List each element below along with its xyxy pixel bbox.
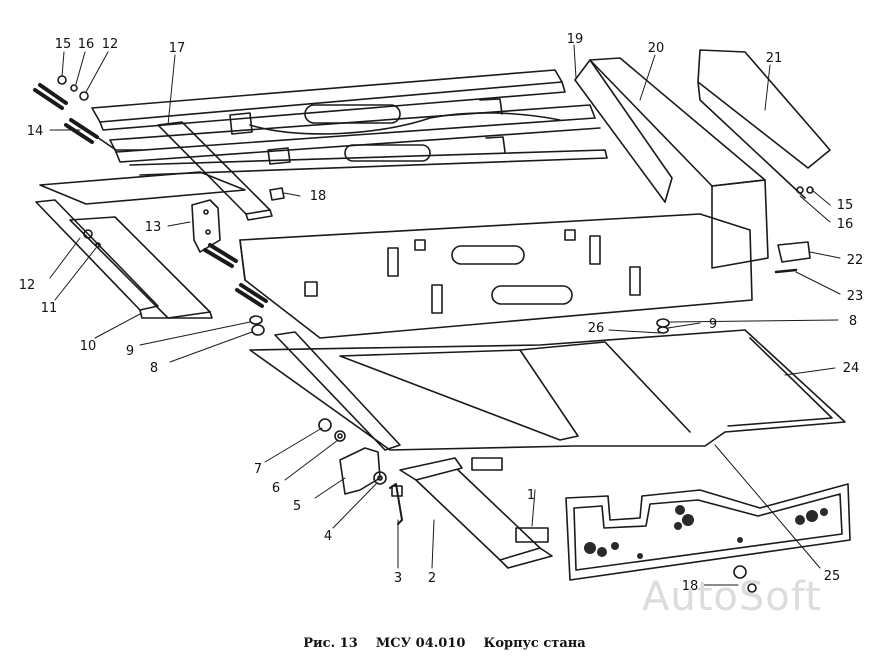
leader-lines [49, 44, 841, 586]
callout-14: 14 [27, 124, 44, 139]
callout-16-right: 16 [837, 217, 854, 232]
callout-26: 26 [588, 321, 605, 336]
callout-8: 8 [150, 361, 158, 376]
callout-4: 4 [324, 529, 332, 544]
callout-12: 12 [19, 278, 36, 293]
callout-22: 22 [847, 253, 864, 268]
callout-9-right: 9 [709, 317, 717, 332]
callout-10: 10 [80, 339, 97, 354]
main-panel [239, 213, 753, 339]
callout-24: 24 [843, 361, 860, 376]
box-20 [574, 57, 769, 269]
part-22 [777, 241, 811, 263]
callout-19: 19 [567, 32, 584, 47]
callout-20: 20 [648, 41, 665, 56]
figure-caption: Рис. 13 МСУ 04.010 Корпус стана [303, 636, 586, 651]
callout-3: 3 [394, 571, 402, 586]
callout-2: 2 [428, 571, 436, 586]
tray-24 [249, 329, 846, 451]
bracket-2 [399, 457, 553, 569]
callout-18-top: 18 [310, 189, 327, 204]
callout-9: 9 [126, 344, 134, 359]
callout-13: 13 [145, 220, 162, 235]
callout-23: 23 [847, 289, 864, 304]
callout-8-right: 8 [849, 314, 857, 329]
spring-mid [203, 243, 238, 268]
callout-17: 17 [169, 41, 186, 56]
callout-18-bottom: 18 [682, 579, 699, 594]
hardware-lower-left [318, 418, 403, 525]
callout-11: 11 [41, 301, 58, 316]
bracket-13 [191, 199, 221, 253]
callout-21: 21 [766, 51, 783, 66]
spring-parts-top [33, 75, 143, 151]
callout-labels: 1 2 3 4 5 6 7 8 9 10 11 12 13 14 15 16 1… [19, 32, 864, 594]
part-1 [515, 527, 549, 543]
callout-5: 5 [293, 499, 301, 514]
callout-15: 15 [55, 37, 72, 52]
callout-16: 16 [78, 37, 95, 52]
callout-12-top: 12 [102, 37, 119, 52]
callout-6: 6 [272, 481, 280, 496]
callout-15-right: 15 [837, 198, 854, 213]
top-rail-frame [91, 69, 608, 176]
callout-1: 1 [527, 488, 535, 503]
thin-sheet [39, 171, 246, 205]
side-rail-10 [35, 199, 213, 319]
watermark-text: AutoSoft [642, 574, 822, 620]
panel-25 [565, 483, 851, 581]
callout-7: 7 [254, 462, 262, 477]
panel-25-texture [584, 505, 828, 559]
part-21 [697, 49, 831, 199]
callout-25: 25 [824, 569, 841, 584]
